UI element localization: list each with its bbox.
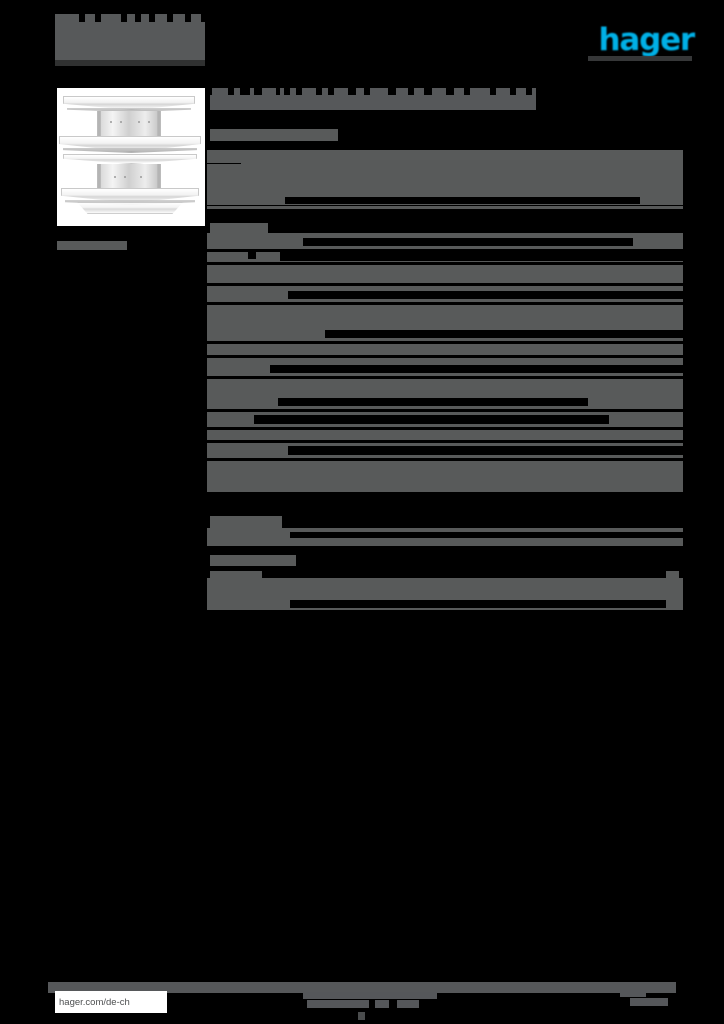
section-divider xyxy=(207,546,683,555)
header-title-redacted xyxy=(55,14,210,66)
logo-underline xyxy=(588,56,692,61)
row-divider xyxy=(207,302,683,305)
value-redaction-line xyxy=(285,197,640,204)
value-redaction-line xyxy=(280,252,683,261)
section-heading-technical-redacted xyxy=(210,223,268,233)
website-url-text: hager.com/de-ch xyxy=(59,996,130,1008)
value-redaction-line xyxy=(254,415,609,424)
value-redaction-line xyxy=(290,532,683,538)
product-caption-redacted xyxy=(57,241,127,250)
row-divider xyxy=(207,458,683,461)
documents-right-marker xyxy=(666,571,679,578)
section-heading-logistics-redacted xyxy=(210,516,282,528)
row-gap xyxy=(207,148,683,150)
row-divider xyxy=(207,409,683,412)
row-divider xyxy=(207,163,241,164)
row-divider xyxy=(207,249,683,252)
section-heading-catalog-redacted xyxy=(210,129,338,141)
footer-right-redacted xyxy=(620,990,676,1006)
value-redaction-line xyxy=(290,600,666,608)
value-redaction-line xyxy=(270,365,683,373)
subheading-documents-redacted xyxy=(210,571,262,580)
row-divider xyxy=(207,376,683,379)
page-number-redacted xyxy=(358,1012,365,1020)
value-redaction-line xyxy=(325,330,683,338)
value-redaction-line xyxy=(303,238,633,246)
bullet-gap xyxy=(248,252,256,259)
hager-logo-text: hager xyxy=(598,21,696,58)
section-divider xyxy=(207,209,683,223)
product-image xyxy=(57,88,205,226)
section-divider xyxy=(207,205,683,206)
page-title-redacted xyxy=(210,88,608,110)
row-divider xyxy=(207,440,683,443)
row-divider xyxy=(207,262,683,265)
row-divider xyxy=(207,427,683,430)
website-url-field[interactable]: hager.com/de-ch xyxy=(55,991,167,1013)
row-divider xyxy=(207,355,683,358)
hager-logo: hager xyxy=(584,21,696,61)
footer-center-redacted xyxy=(303,992,437,1008)
row-divider xyxy=(207,283,683,286)
section-heading-documents-redacted xyxy=(210,555,296,566)
section-divider xyxy=(207,492,683,514)
value-redaction-line xyxy=(288,291,683,299)
value-redaction-line xyxy=(278,398,588,406)
value-redaction-line xyxy=(288,446,683,455)
footer-bar-redacted xyxy=(48,982,676,993)
row-divider xyxy=(207,341,683,344)
